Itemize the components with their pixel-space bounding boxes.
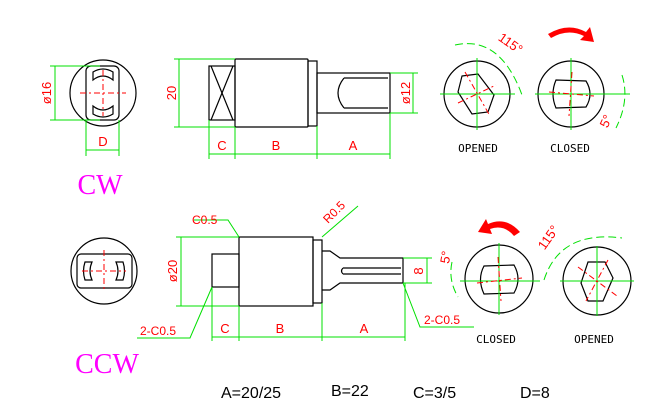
cw-front-view: ø16 D <box>39 59 137 156</box>
legend-c: C=3/5 <box>413 385 456 402</box>
cw-rotation-arrow-icon <box>548 27 594 42</box>
cw-dim-b: B <box>272 138 281 153</box>
ccw-dim-body: ø20 <box>165 260 180 282</box>
cw-angle-open: 115° <box>496 30 526 57</box>
legend-b: B=22 <box>331 383 369 400</box>
cw-rotation-views: 115° 5° OPENED CLOSED <box>440 27 630 155</box>
cw-state-opened: OPENED <box>458 142 498 155</box>
cw-dim-shaft: ø12 <box>398 82 413 104</box>
legend-a: A=20/25 <box>221 385 281 402</box>
ccw-dim-b: B <box>276 321 285 336</box>
cw-dim-c: C <box>217 138 226 153</box>
cw-dim-body: 20 <box>164 86 179 100</box>
cw-dim-a: A <box>349 138 358 153</box>
ccw-note-chamfer-right: 2-C0.5 <box>424 313 460 327</box>
cw-dim-d: D <box>98 134 107 149</box>
ccw-note-chamfer-left: 2-C0.5 <box>140 324 176 338</box>
ccw-front-view <box>70 237 138 305</box>
ccw-dim-a: A <box>360 321 369 336</box>
ccw-angle-open: 115° <box>535 222 562 252</box>
cw-label: CW <box>77 170 123 201</box>
cw-dim-dia-front: ø16 <box>39 82 54 104</box>
cw-state-closed: CLOSED <box>550 142 590 155</box>
ccw-side-view: ø20 8 C B A C0.5 R0.5 2-C0.5 2-C0.5 <box>137 198 474 341</box>
ccw-note-radius: R0.5 <box>320 198 348 226</box>
ccw-angle-close: 5° <box>437 250 454 265</box>
ccw-dim-shaft: 8 <box>411 267 426 274</box>
legend-d: D=8 <box>520 385 550 402</box>
ccw-rotation-arrow-icon <box>478 219 520 236</box>
ccw-state-opened: OPENED <box>574 333 614 346</box>
ccw-dim-c: C <box>220 321 229 336</box>
cw-angle-close: 5° <box>596 112 615 130</box>
cw-side-view: 20 ø12 C B A <box>164 58 418 159</box>
ccw-label: CCW <box>75 349 139 380</box>
dimension-legend: A=20/25 B=22 C=3/5 D=8 <box>221 383 550 402</box>
ccw-note-chamfer-top: C0.5 <box>192 213 218 227</box>
ccw-state-closed: CLOSED <box>476 333 516 346</box>
